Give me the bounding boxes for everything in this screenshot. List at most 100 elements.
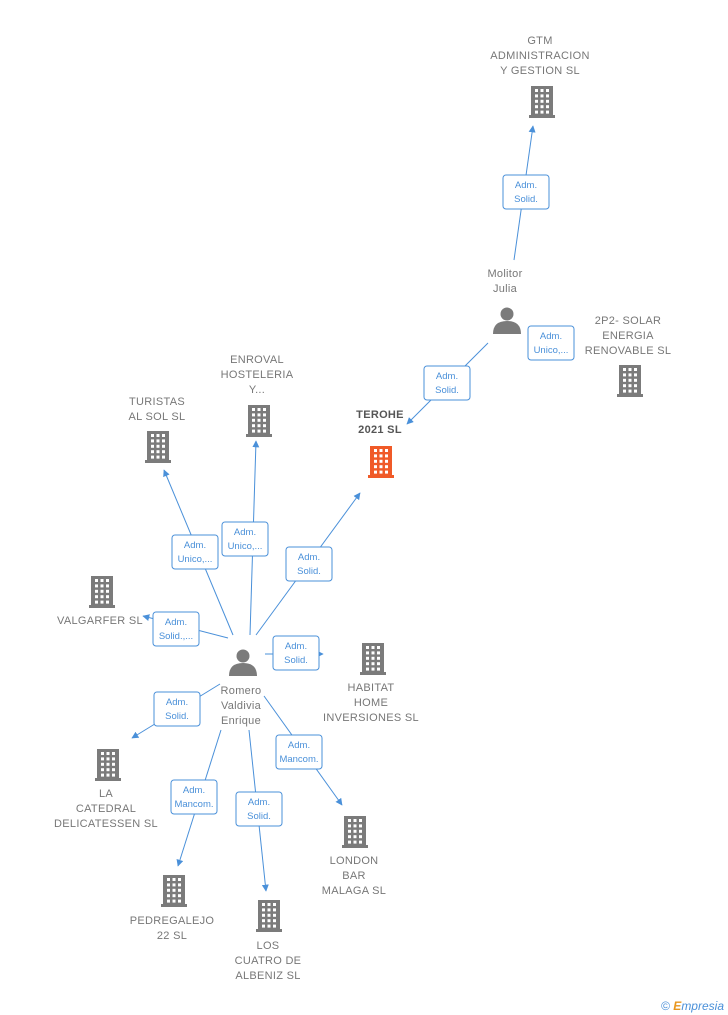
role-text: Mancom.: [279, 754, 318, 765]
building-icon-cuatro[interactable]: [256, 900, 282, 932]
building-icon-valgarfer[interactable]: [89, 576, 115, 608]
node-label-line: INVERSIONES SL: [323, 712, 419, 724]
role-badge-box: [272, 635, 320, 671]
node-label-line: GTM: [527, 35, 552, 47]
roles-layer: Adm.Solid.Adm.Unico,...Adm.Solid.Adm.Sol…: [152, 174, 575, 827]
role-text: Solid.,...: [159, 631, 193, 642]
node-label-line: Romero: [221, 685, 262, 697]
role-text: Solid.: [165, 711, 189, 722]
node-label-line: ADMINISTRACION: [490, 50, 590, 62]
role-text: Adm.: [436, 371, 458, 382]
role-badge-box: [275, 734, 323, 770]
role-text: Adm.: [234, 527, 256, 538]
node-label-line: HOSTELERIA: [221, 369, 294, 381]
footer-brand[interactable]: © Empresia: [661, 999, 724, 1013]
role-text: Unico,...: [228, 541, 263, 552]
role-text: Adm.: [184, 540, 206, 551]
role-text: Adm.: [298, 552, 320, 563]
node-label-line: ALBENIZ SL: [235, 970, 300, 982]
node-label-valgarfer[interactable]: VALGARFER SL: [57, 615, 143, 627]
role-badge-romero-habitat[interactable]: Adm. Solid.: [272, 635, 320, 671]
node-label-line: Enrique: [221, 715, 261, 727]
node-label-line: 2021 SL: [358, 424, 402, 436]
node-label-line: TEROHE: [356, 409, 404, 421]
role-badge-box: [170, 779, 218, 815]
node-label-line: Molitor: [487, 268, 522, 280]
copyright-symbol: ©: [661, 999, 670, 1013]
node-label-terohe[interactable]: TEROHE 2021 SL: [356, 409, 404, 436]
node-label-line: CATEDRAL: [76, 803, 136, 815]
role-text: Adm.: [540, 331, 562, 342]
person-icon-molitor[interactable]: [493, 307, 521, 335]
brand-initial: E: [673, 999, 682, 1013]
role-badge-molitor-terohe[interactable]: Adm.Solid.: [423, 365, 471, 401]
node-label-line: PEDREGALEJO: [130, 915, 215, 927]
role-text: Adm.: [515, 180, 537, 191]
building-icon-london[interactable]: [342, 816, 368, 848]
role-badge-box: [152, 611, 200, 647]
role-badge-romero-terohe[interactable]: Adm.Solid.: [285, 546, 333, 582]
node-label-line: 22 SL: [157, 930, 187, 942]
node-label-turistas[interactable]: TURISTAS AL SOL SL: [129, 396, 186, 423]
node-label-line: CUATRO DE: [235, 955, 302, 967]
node-label-enroval[interactable]: ENROVAL HOSTELERIA Y...: [221, 354, 294, 396]
person-icon-romero[interactable]: [229, 649, 257, 677]
role-badge-molitor-gtm[interactable]: Adm. Solid.: [502, 174, 550, 210]
role-text: Adm.: [166, 697, 188, 708]
node-label-line: Y...: [249, 384, 265, 396]
role-badge-box: [285, 546, 333, 582]
role-badge-box: [502, 174, 550, 210]
role-badge-romero-enroval[interactable]: Adm. Unico,...: [221, 521, 269, 557]
role-badge-romero-pedregalejo[interactable]: Adm.Mancom.: [170, 779, 218, 815]
node-label-line: ENROVAL: [230, 354, 284, 366]
building-icon-catedral[interactable]: [95, 749, 121, 781]
role-badge-box: [423, 365, 471, 401]
role-badge-molitor-p2p[interactable]: Adm.Unico,...: [527, 325, 575, 361]
role-text: Unico,...: [178, 554, 213, 565]
node-label-line: Y GESTION SL: [500, 65, 580, 77]
role-text: Adm.: [248, 797, 270, 808]
building-icon-pedregalejo[interactable]: [161, 875, 187, 907]
role-text: Solid.: [514, 194, 538, 205]
role-badge-romero-catedral[interactable]: Adm. Solid.: [153, 691, 201, 727]
building-icon-turistas[interactable]: [145, 431, 171, 463]
building-icon-p2p[interactable]: [617, 365, 643, 397]
role-text: Adm.: [288, 740, 310, 751]
role-badge-romero-london[interactable]: Adm. Mancom.: [275, 734, 323, 770]
building-icon-enroval[interactable]: [246, 405, 272, 437]
brand-name: mpresia: [681, 999, 724, 1013]
building-icon-terohe[interactable]: [368, 446, 394, 478]
role-badge-romero-cuatro[interactable]: Adm.Solid.: [235, 791, 283, 827]
node-label-cuatro[interactable]: LOS CUATRO DE ALBENIZ SL: [235, 940, 302, 982]
role-text: Solid.: [284, 655, 308, 666]
edges-layer: [131, 125, 536, 892]
role-badge-box: [221, 521, 269, 557]
role-badge-box: [527, 325, 575, 361]
node-label-line: RENOVABLE SL: [585, 345, 672, 357]
role-badge-box: [235, 791, 283, 827]
node-label-line: MALAGA SL: [322, 885, 386, 897]
building-icon-gtm[interactable]: [529, 86, 555, 118]
role-badge-romero-turistas[interactable]: Adm. Unico,...: [171, 534, 219, 570]
node-label-pedregalejo[interactable]: PEDREGALEJO 22 SL: [130, 915, 215, 942]
role-badge-romero-valgarfer[interactable]: Adm.Solid.,...: [152, 611, 200, 647]
node-label-line: HOME: [354, 697, 388, 709]
node-label-line: DELICATESSEN SL: [54, 818, 158, 830]
role-badge-box: [153, 691, 201, 727]
node-label-line: Julia: [493, 283, 518, 295]
role-text: Adm.: [285, 641, 307, 652]
node-label-line: ENERGIA: [602, 330, 654, 342]
node-label-line: AL SOL SL: [129, 411, 186, 423]
node-label-line: LOS: [257, 940, 280, 952]
node-label-line: VALGARFER SL: [57, 615, 143, 627]
node-label-line: TURISTAS: [129, 396, 185, 408]
node-label-gtm[interactable]: GTM ADMINISTRACION Y GESTION SL: [490, 35, 590, 77]
building-icon-habitat[interactable]: [360, 643, 386, 675]
